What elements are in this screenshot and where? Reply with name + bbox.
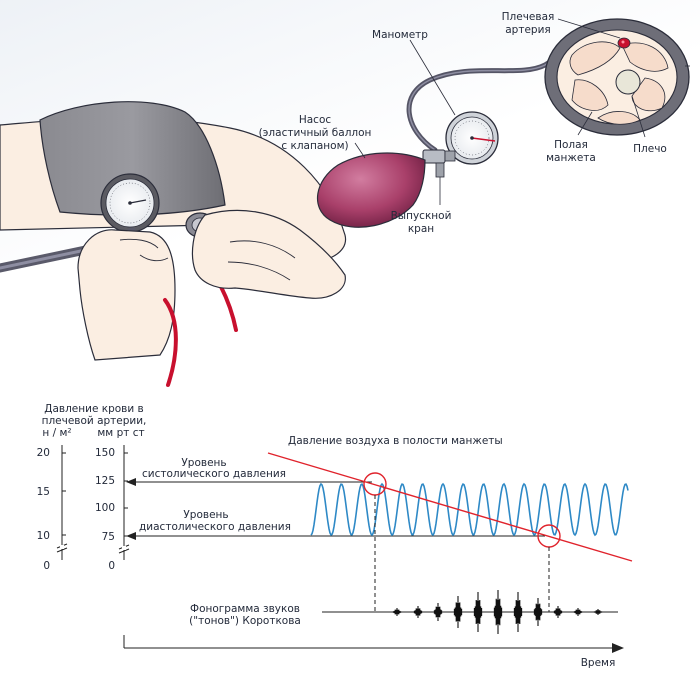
cuff-gauge [100,173,160,233]
korotkoff-burst [392,608,402,616]
korotkoff-burst [433,603,443,621]
artery-label-line2: артерия [505,24,550,36]
korotkoff-burst [593,609,603,615]
diastolic-label-line2: диастолического давления [139,521,291,533]
valve-label-line1: Выпускной [391,210,452,222]
diastolic-arrow [126,532,545,540]
valve-body [422,149,446,164]
diastolic-label-line1: Уровень [183,509,228,521]
pump-label-line1: Насос [299,114,332,126]
korotkoff-burst [513,592,523,632]
right-hand [191,209,346,299]
stethoscope-tube-left [163,298,178,387]
artery-label-line1: Плечевая [502,11,555,23]
korotkoff-sounds [392,590,603,634]
pump-bulb [316,152,426,228]
arm-illustration [0,101,347,387]
right-tick-0: 0 [108,560,115,572]
right-tick-125: 125 [95,475,115,487]
humerus-bone [615,69,641,95]
right-tick-75: 75 [102,531,115,543]
pump-label-line3: с клапаном) [281,140,348,152]
korotkoff-burst [533,598,543,626]
unit-right: мм рт ст [97,427,144,439]
left-tick-20: 20 [37,447,50,459]
right-tick-150: 150 [95,447,115,459]
manometer [445,111,499,165]
korotkoff-burst [573,608,583,616]
korotkoff-burst [553,606,563,618]
systolic-label-line1: Уровень [181,457,226,469]
arm-cuff [39,101,226,216]
time-axis-arrow [612,643,624,653]
korotkoff-burst [473,592,483,632]
left-axis-break [56,543,68,553]
left-tick-15: 15 [37,486,50,498]
korotkoff-burst [453,596,463,628]
shoulder-label: Плечо [633,143,667,155]
phonogram-label-line2: ("тонов") Короткова [189,615,301,627]
release-valve [435,162,445,178]
korotkoff-burst [493,590,503,634]
left-tick-0: 0 [43,560,50,572]
systolic-arrow [126,478,372,486]
time-label: Время [581,657,616,669]
y-axis-title-line2: плечевой артерии, [42,415,147,427]
left-hand [77,229,176,361]
main-axis-break [118,544,130,554]
left-tick-10: 10 [37,530,50,542]
pump-assembly [316,39,578,228]
cuff-label-line1: Полая [554,139,588,151]
unit-left: н / м² [42,427,71,439]
cuff-pressure-line [267,452,633,562]
cuff-label-line2: манжета [546,152,596,164]
manometer-label: Манометр [372,29,428,41]
right-tick-100: 100 [95,502,115,514]
arm-cross-section [544,18,690,138]
blood-pressure-wave [310,482,629,537]
cuff-pressure-label: Давление воздуха в полости манжеты [288,435,503,447]
y-axis-title-line1: Давление крови в [44,403,143,415]
korotkoff-burst [413,606,423,618]
pressure-graph: Давление крови в плечевой артерии, н / м… [37,403,633,669]
pump-label-line2: (эластичный баллон [259,127,372,139]
valve-label-line2: кран [408,223,434,235]
systolic-label-line2: систолического давления [142,468,286,480]
phonogram-label-line1: Фонограмма звуков [190,603,300,615]
